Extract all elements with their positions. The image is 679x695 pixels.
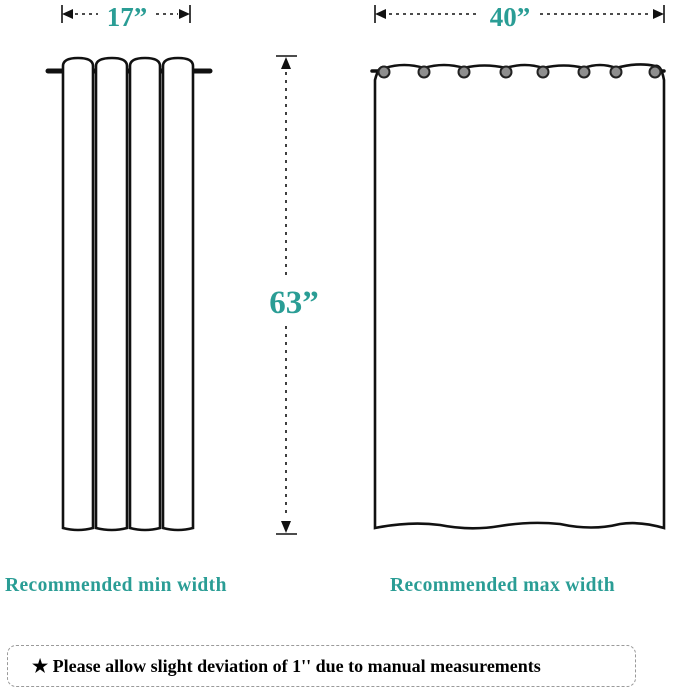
min-width-caption: Recommended min width xyxy=(5,575,227,596)
gathered-curtain xyxy=(45,56,213,532)
flat-curtain xyxy=(370,63,666,530)
length-label: 63” xyxy=(269,285,319,321)
curtain-fold xyxy=(161,56,195,532)
grommets xyxy=(377,65,662,79)
grommet-icon xyxy=(377,65,391,79)
grommet-icon xyxy=(577,65,591,79)
min-width-label: 17” xyxy=(107,2,148,32)
measurement-note: ★ Please allow slight deviation of 1'' d… xyxy=(32,655,541,676)
max-width-dimension xyxy=(374,5,665,23)
grommet-icon xyxy=(648,65,662,79)
max-width-caption: Recommended max width xyxy=(390,575,616,596)
curtain-fold xyxy=(128,56,162,532)
max-width-label: 40” xyxy=(490,2,531,32)
grommet-icon xyxy=(457,65,471,79)
length-dimension xyxy=(276,55,297,535)
measurement-note-box: ★ Please allow slight deviation of 1'' d… xyxy=(7,645,636,687)
grommet-icon xyxy=(499,65,513,79)
curtain-panel xyxy=(373,63,666,530)
grommet-icon xyxy=(417,65,431,79)
curtain-fold xyxy=(61,56,95,532)
min-width-dimension xyxy=(61,5,191,23)
grommet-icon xyxy=(536,65,550,79)
curtain-diagram: 17” 40” 63” xyxy=(45,2,666,535)
curtain-fold xyxy=(94,56,129,532)
grommet-icon xyxy=(609,65,623,79)
